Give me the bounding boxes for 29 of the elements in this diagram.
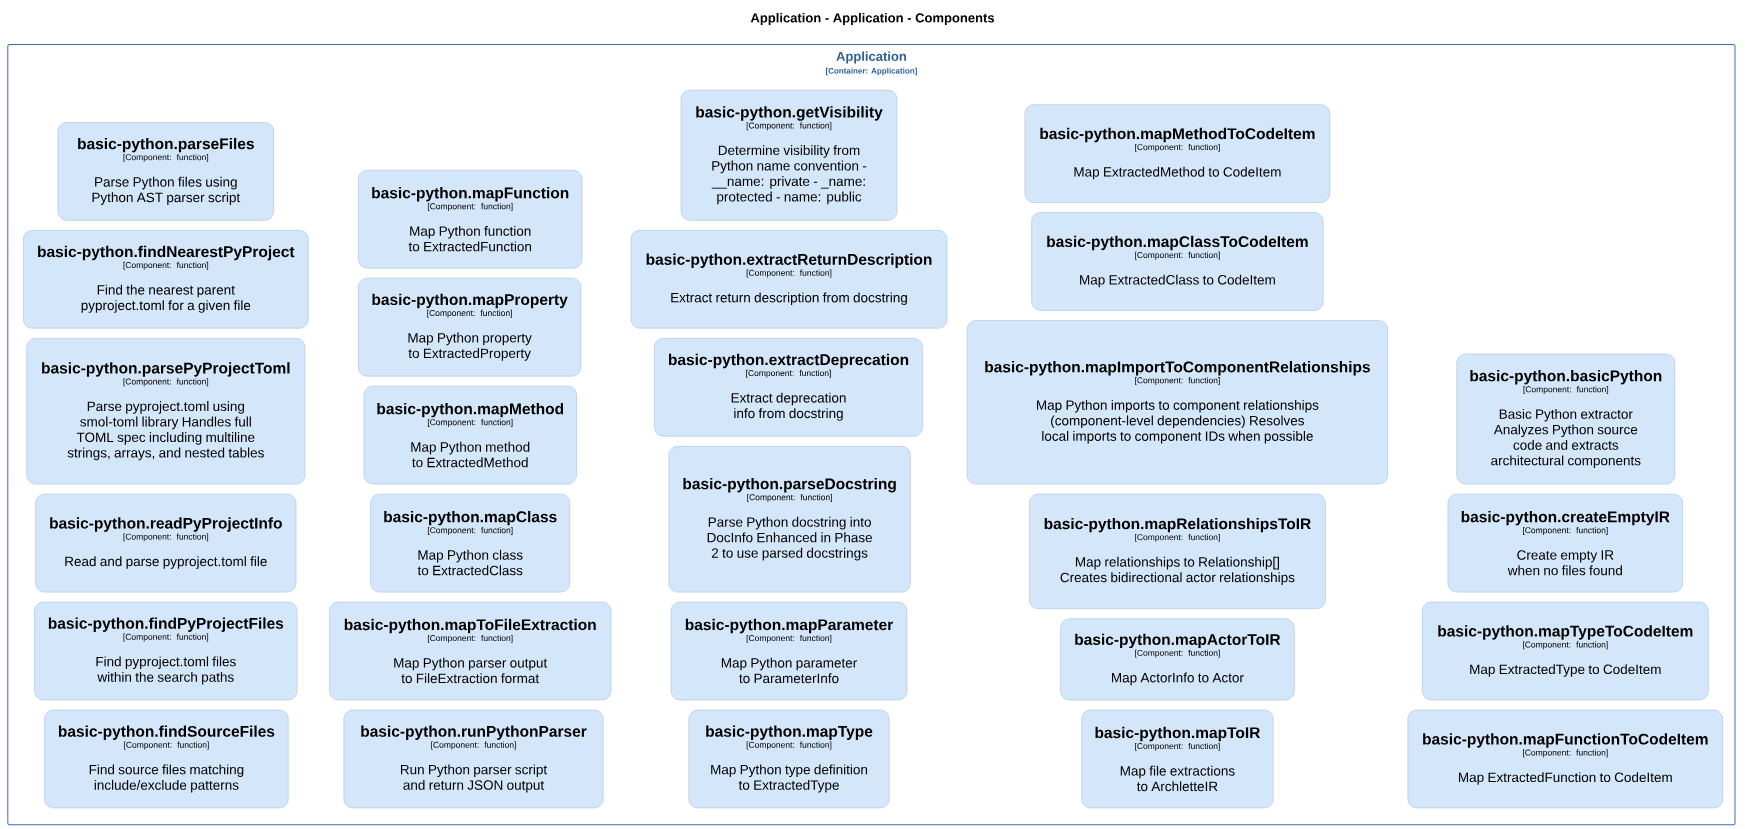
- component-box: basic-python.mapToIR [Component: function] Map file extractions to ArchletteIR: [1081, 709, 1274, 809]
- component-box: basic-python.mapActorToIR [Component: function] Map ActorInfo to Actor: [1060, 618, 1295, 701]
- component-box: basic-python.mapRelationshipsToIR [Component: function] Map relationships to Relationship[] Creates bidirectional actor relationships: [1029, 493, 1326, 609]
- component-box: basic-python.readPyProjectInfo [Component: function] Read and parse pyproject.toml file: [35, 493, 297, 593]
- component-box: basic-python.extractDeprecation [Component: function] Extract deprecation info from docstring: [654, 338, 923, 437]
- component-box: basic-python.mapClassToCodeItem [Component: function] Map ExtractedClass to CodeItem: [1031, 212, 1324, 311]
- component-box: basic-python.findSourceFiles [Component: function] Find source files matching include/exclude patterns: [44, 709, 289, 809]
- component-box: basic-python.getVisibility [Component: function] Determine visibility from Python name convention - __name: private - _name: protected - name: public: [680, 89, 898, 221]
- component-box: basic-python.extractReturnDescription [Component: function] Extract return description from docstring: [630, 230, 948, 329]
- component-box: basic-python.parseFiles [Component: function] Parse Python files using Python AST parser script: [57, 122, 275, 221]
- diagram-title: Application - Application - Components: [750, 12, 995, 26]
- component-box: basic-python.mapTypeToCodeItem [Component: function] Map ExtractedType to CodeItem: [1422, 601, 1709, 701]
- component-box: basic-python.parsePyProjectToml [Component: function] Parse pyproject.toml using smol-toml library Handles full TOML spec including multiline strings, arrays, and nested tables: [26, 338, 306, 485]
- component-box: basic-python.mapImportToComponentRelationships [Component: function] Map Python imports to component relationships (component-level dependencies) Resolves local imports to component IDs when possible: [966, 320, 1389, 485]
- component-box: basic-python.mapToFileExtraction [Component: function] Map Python parser output to FileExtraction format: [329, 601, 612, 701]
- component-box: basic-python.mapClass [Component: function] Map Python class to ExtractedClass: [370, 493, 571, 593]
- component-box: basic-python.mapFunctionToCodeItem [Component: function] Map ExtractedFunction to CodeItem: [1407, 709, 1724, 809]
- component-box: basic-python.findNearestPyProject [Component: function] Find the nearest parent pyproject.toml for a given file: [23, 230, 309, 329]
- component-box: basic-python.mapProperty [Component: function] Map Python property to ExtractedProperty: [358, 277, 582, 377]
- component-box: basic-python.basicPython [Component: function] Basic Python extractor Analyzes Python source code and extracts architectural components: [1456, 353, 1676, 485]
- component-box: basic-python.mapMethodToCodeItem [Component: function] Map ExtractedMethod to CodeItem: [1024, 104, 1331, 203]
- component-box: basic-python.parseDocstring [Component: function] Parse Python docstring into DocInfo Enhanced in Phase 2 to use parsed docstrings: [668, 446, 911, 593]
- component-box: basic-python.mapParameter [Component: function] Map Python parameter to ParameterInfo: [670, 601, 908, 701]
- component-box: basic-python.findPyProjectFiles [Component: function] Find pyproject.toml files within the search paths: [34, 601, 298, 701]
- component-box: basic-python.createEmptyIR [Component: function] Create empty IR when no files found: [1447, 493, 1683, 593]
- component-box: basic-python.runPythonParser [Component: function] Run Python parser script and return JSON output: [343, 709, 604, 809]
- component-box: basic-python.mapType [Component: function] Map Python type definition to ExtractedType: [688, 709, 890, 809]
- component-box: basic-python.mapFunction [Component: function] Map Python function to ExtractedFunction: [358, 169, 583, 269]
- component-box: basic-python.mapMethod [Component: function] Map Python method to ExtractedMethod: [363, 385, 577, 485]
